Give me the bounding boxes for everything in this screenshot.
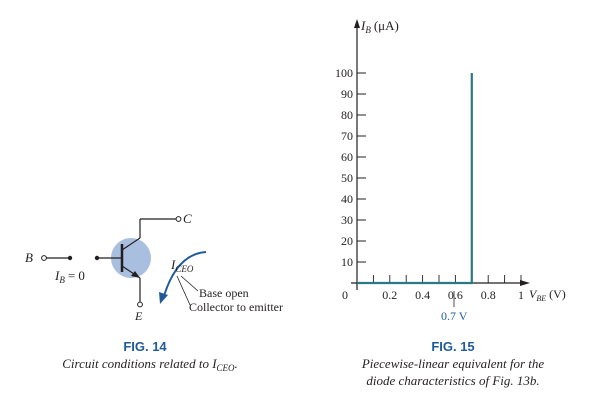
note-collector-emitter: Collector to emitter (189, 300, 283, 314)
iceo-curved-arrow (163, 251, 207, 297)
base-dot (94, 255, 100, 261)
characteristic-line (357, 73, 473, 285)
y-tick-label: 100 (335, 66, 353, 80)
fig14-circuit: B C E IB= 0 ICEO Base open Collector to … (25, 211, 283, 323)
fig15-chart: 10 20 30 40 50 60 70 80 90 100 0.2 0.4 0.6 0.8 1 IB(μ… (335, 18, 566, 323)
x-ticks: 0.2 0.4 0.6 0.8 1 (382, 275, 524, 302)
knee-label: 0.7 V (441, 309, 468, 323)
emitter-terminal (137, 301, 143, 308)
x-minor-ticks (372, 275, 506, 283)
leader-line-2 (176, 275, 191, 306)
x-axis-arrow-icon (520, 280, 530, 286)
y-tick-label: 60 (341, 150, 353, 164)
node-c-label: C (183, 211, 192, 226)
y-tick-label: 80 (341, 108, 353, 122)
y-tick-label: 10 (341, 255, 353, 269)
x-axis-label: VBE(V) (529, 287, 566, 303)
leader-line-1 (180, 275, 199, 292)
y-axis-label: IB(μA) (360, 18, 399, 35)
y-tick-label: 40 (341, 192, 353, 206)
base-terminal (41, 255, 47, 261)
y-tick-label: 90 (341, 87, 353, 101)
iceo-label: ICEO (170, 257, 194, 274)
node-b-label: B (25, 250, 33, 265)
y-ticks: 10 20 30 40 50 60 70 80 90 100 (335, 66, 366, 269)
emitter-arrow-icon (131, 271, 140, 278)
fig14-label: FIG. 14 (123, 339, 167, 354)
ib-label: IB= 0 (54, 268, 85, 285)
y-axis-arrow-icon (354, 19, 360, 28)
fig15-label: FIG. 15 (431, 339, 475, 354)
x-tick-label: 0.8 (481, 288, 496, 302)
fig15-caption-line1: Piecewise-linear equivalent for the (361, 356, 545, 371)
y-tick-label: 70 (341, 129, 353, 143)
collector-lead (121, 237, 141, 251)
fig15-caption: Piecewise-linear equivalent for the diod… (338, 355, 568, 389)
fig14-caption: Circuit conditions related to ICEO. (62, 356, 238, 373)
y-tick-label: 30 (341, 213, 353, 227)
x-tick-label: 0.6 (448, 288, 463, 302)
collector-terminal (175, 216, 182, 222)
y-tick-label: 20 (341, 234, 353, 248)
x-tick-label: 1 (518, 288, 524, 302)
base-open-dot (67, 255, 73, 261)
note-base-open: Base open (199, 286, 249, 300)
origin-label: 0 (342, 288, 348, 302)
x-tick-label: 0.2 (382, 288, 397, 302)
series-group (357, 73, 473, 285)
x-tick-label: 0.4 (415, 288, 430, 302)
y-tick-label: 50 (341, 171, 353, 185)
iceo-arrowhead-icon (159, 292, 168, 304)
fig15-caption-line2: diode characteristics of Fig. 13b. (366, 373, 540, 388)
node-e-label: E (134, 309, 143, 323)
